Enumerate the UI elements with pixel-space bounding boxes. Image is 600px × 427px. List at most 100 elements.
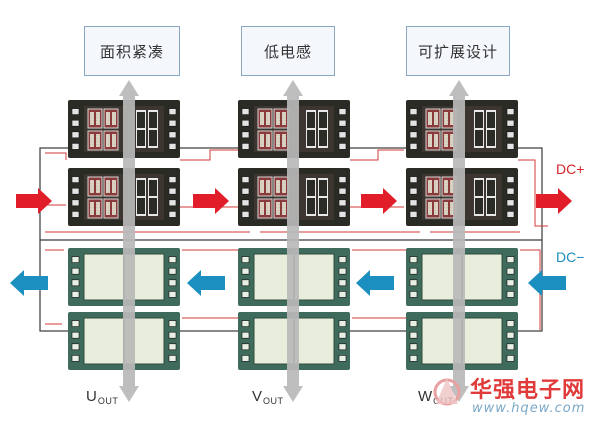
module-pad-right: [486, 110, 496, 148]
module-pin: [338, 187, 347, 195]
module-pin: [409, 199, 418, 207]
module-pin: [409, 108, 418, 115]
dc-plus-arrow-2: [361, 188, 397, 214]
module-pin: [338, 256, 347, 263]
module-die-grid: [260, 134, 264, 147]
module-pin: [241, 119, 250, 127]
module-pin: [409, 331, 418, 339]
watermark-title: 华强电子网: [470, 378, 586, 403]
module-pin: [241, 176, 250, 183]
output-w-main: W: [418, 388, 433, 405]
red-traces: [45, 149, 548, 330]
module-die-grid: [90, 134, 94, 147]
module-pin: [168, 355, 177, 362]
label-low-inductance: 低电感: [241, 26, 335, 76]
module-pin: [241, 331, 250, 339]
module-pin: [71, 119, 80, 127]
output-v-label: VOUT: [252, 388, 284, 406]
module-pin: [506, 343, 515, 351]
module-pin: [338, 211, 347, 218]
module-pin: [168, 131, 177, 139]
watermark-logo-icon: [433, 378, 461, 406]
module-pad-right: [486, 178, 496, 216]
module-pin: [241, 131, 250, 139]
module-die-grid: [260, 202, 264, 215]
module-pin: [168, 211, 177, 218]
module-pad-right: [474, 178, 484, 216]
module-die-grid: [106, 202, 110, 215]
module-pin: [506, 291, 515, 298]
module-pin: [241, 187, 250, 195]
module-pin: [338, 143, 347, 150]
module-die-grid: [434, 202, 438, 215]
module-die-grid: [112, 202, 116, 215]
module-pin: [506, 355, 515, 362]
module-pad-slot: [475, 112, 483, 128]
module-pin: [241, 108, 250, 115]
vertical-arrow-u: [119, 80, 139, 402]
module-pin: [409, 187, 418, 195]
module-pin: [71, 143, 80, 150]
module-pin: [506, 211, 515, 218]
module-pad-slot: [149, 198, 157, 214]
module-pin: [241, 343, 250, 351]
module-die-grid: [444, 134, 448, 147]
module-pin: [506, 143, 515, 150]
module-die-grid: [266, 112, 270, 125]
module-die-grid: [90, 202, 94, 215]
module-pin: [409, 355, 418, 362]
module-pad-slot: [319, 180, 327, 196]
module-pad-right: [148, 178, 158, 216]
module-pin: [168, 267, 177, 275]
vertical-arrows: [119, 80, 469, 402]
module-pad-right: [136, 178, 146, 216]
module-pin: [338, 355, 347, 362]
module-pad-slot: [149, 112, 157, 128]
label-low-inductance-text: 低电感: [263, 42, 312, 61]
module-pad-right: [136, 110, 146, 148]
module-die-grid: [428, 112, 432, 125]
module-pin: [241, 211, 250, 218]
dc-plus-arrow-in: [16, 188, 52, 214]
module-pin: [241, 267, 250, 275]
module-pin: [168, 119, 177, 127]
module-die-grid: [444, 112, 448, 125]
module-die-grid: [96, 202, 100, 215]
dc-plus-text: DC+: [556, 161, 585, 177]
module-pin: [71, 331, 80, 339]
module-pin: [71, 131, 80, 139]
module-pad-slot: [487, 112, 495, 128]
module-pin: [506, 279, 515, 287]
dc-plus-label: DC+: [556, 161, 584, 177]
module-die-grid: [112, 134, 116, 147]
output-u-main: U: [86, 388, 97, 405]
module-pin: [168, 108, 177, 115]
module-pin: [506, 108, 515, 115]
module-pin: [71, 108, 80, 115]
module-die-grid: [428, 202, 432, 215]
module-pin: [71, 267, 80, 275]
module-die-grid: [96, 134, 100, 147]
dc-plus-arrow-out: [536, 188, 572, 214]
module-die-grid: [282, 180, 286, 193]
module-die-grid: [434, 134, 438, 147]
output-u-label: UOUT: [86, 388, 118, 406]
module-pin: [409, 143, 418, 150]
dc-minus-arrow-1: [187, 270, 225, 296]
module-die-grid: [450, 180, 454, 193]
module-pin: [409, 131, 418, 139]
module-pad-slot: [307, 198, 315, 214]
module-pad-slot: [319, 112, 327, 128]
module-pin: [409, 291, 418, 298]
module-pad-right: [474, 110, 484, 148]
module-die-grid: [260, 112, 264, 125]
module-pin: [338, 131, 347, 139]
output-u-sub: OUT: [97, 396, 119, 406]
module-pin: [71, 211, 80, 218]
module-die-grid: [276, 180, 280, 193]
module-die-grid: [106, 112, 110, 125]
module-pin: [338, 320, 347, 327]
module-die-grid: [276, 202, 280, 215]
module-die-grid: [450, 134, 454, 147]
module-pad-right: [306, 110, 316, 148]
